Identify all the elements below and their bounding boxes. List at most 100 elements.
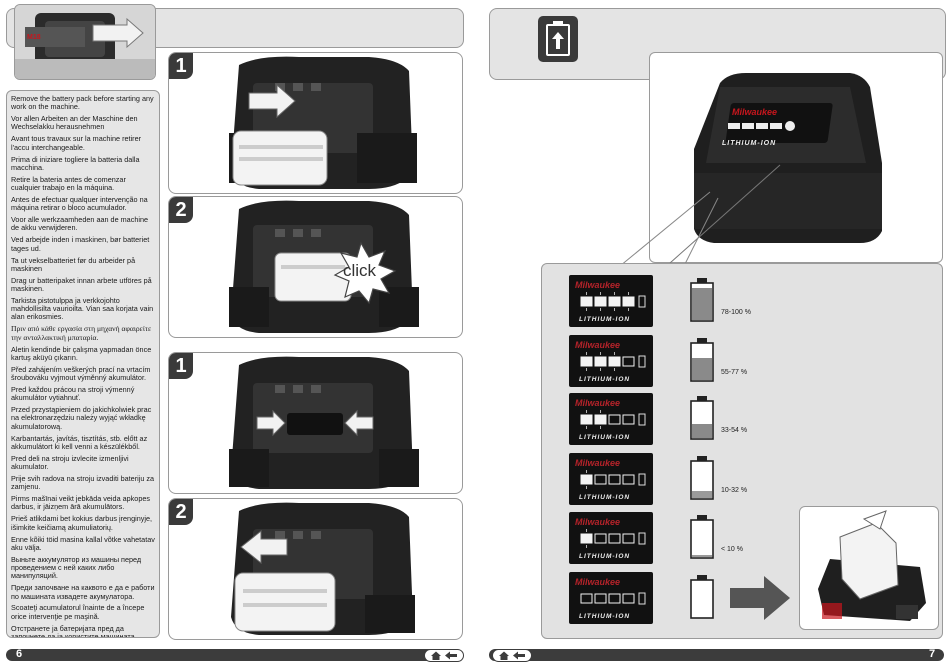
instruction-paragraph: Преди започване на каквото е да е работи… xyxy=(11,583,155,601)
step-panel-4: 2 xyxy=(168,498,463,640)
battery-mini-icon xyxy=(638,355,646,368)
led-segment xyxy=(622,356,635,367)
battery-fill xyxy=(692,424,712,438)
arrow-right-icon xyxy=(248,83,296,119)
led-segment xyxy=(608,296,621,307)
arrow-left-icon xyxy=(240,529,288,565)
radio-release-battery-illustration xyxy=(229,356,419,489)
step-number-badge: 2 xyxy=(169,499,193,525)
led-segment xyxy=(608,533,621,544)
led-segment xyxy=(580,356,593,367)
led-segment xyxy=(594,356,607,367)
instruction-text-column: Remove the battery pack before starting … xyxy=(6,90,160,638)
instruction-paragraph: Scoateţi acumulatorul înainte de a încep… xyxy=(11,603,145,621)
battery-fill xyxy=(692,555,712,557)
charge-level-label: 78-100 % xyxy=(721,309,751,316)
charge-level-label: 10-32 % xyxy=(721,487,748,494)
led-segment xyxy=(594,533,607,544)
callout-connector-lines xyxy=(619,191,719,267)
battery-brand-text: Milwaukee xyxy=(575,280,620,290)
home-icon xyxy=(499,651,509,660)
battery-level-icon xyxy=(690,515,714,559)
battery-brand-text: Milwaukee xyxy=(575,340,620,350)
instruction-paragraph: Drag ur batteripaket innan arbete utföre… xyxy=(11,275,152,293)
instruction-paragraph: Aletin kendinde bir çalışma yapmadan önc… xyxy=(11,344,152,362)
instruction-paragraph: Выньте аккумулятор из машины перед прове… xyxy=(11,554,142,581)
instruction-paragraph: Pirms mašīnai veikt jebkāda veida apkope… xyxy=(11,494,151,512)
radio-remove-cover-illustration xyxy=(229,56,417,189)
battery-brand-text: Milwaukee xyxy=(575,517,620,527)
back-arrow-icon xyxy=(513,651,525,660)
step-panel-1: 1 xyxy=(168,52,463,194)
battery-brand-text: Milwaukee xyxy=(575,458,620,468)
charger-photo-panel xyxy=(799,506,939,630)
instruction-paragraph: Vor allen Arbeiten an der Maschine den W… xyxy=(11,114,138,132)
step-number-badge: 1 xyxy=(169,353,193,379)
svg-text:M18: M18 xyxy=(27,34,41,41)
instruction-paragraph: Pred každou prácou na stroji výmenný aku… xyxy=(11,384,135,403)
arrows-inward-icon xyxy=(256,409,374,437)
battery-level-icon xyxy=(690,575,714,619)
instruction-paragraph: Πριν από κάθε εργασία στη μηχανή αφαιρεί… xyxy=(11,324,152,342)
nav-home-back-button-left[interactable] xyxy=(424,649,464,662)
step-number-badge: 1 xyxy=(169,53,193,79)
led-segment xyxy=(594,414,607,425)
instruction-paragraph: Remove the battery pack before starting … xyxy=(11,94,154,112)
header-thumbnail-image: M18 xyxy=(14,4,156,80)
battery-tech-text: LITHIUM-ION xyxy=(579,553,630,560)
battery-level-icon xyxy=(690,338,714,382)
battery-brand-text: Milwaukee xyxy=(575,398,620,408)
step-number-badge: 2 xyxy=(169,197,193,223)
battery-mini-icon xyxy=(638,473,646,486)
instruction-paragraph: Отстранете ја батеријата пред да започне… xyxy=(11,623,137,638)
led-segment xyxy=(608,414,621,425)
led-segment xyxy=(608,593,621,604)
instruction-paragraph: Avant tous travaux sur la machine retire… xyxy=(11,134,142,152)
instruction-paragraph: Karbantartás, javítás, tisztítás, stb. e… xyxy=(11,433,148,451)
battery-mini-icon xyxy=(638,592,646,605)
battery-tech-text: LITHIUM-ION xyxy=(722,140,776,147)
led-segment xyxy=(622,414,635,425)
footer-bar-right xyxy=(489,649,944,661)
instruction-paragraph: Ved arbejde inden i maskinen, bør batter… xyxy=(11,235,150,253)
charger-illustration xyxy=(818,510,926,621)
charge-level-label: 55-77 % xyxy=(721,369,748,376)
instruction-paragraph: Tarkista pistotulppa ja verkkojohto mahd… xyxy=(11,295,154,322)
battery-tech-text: LITHIUM-ION xyxy=(579,613,630,620)
instruction-paragraph: Prije svih radova na stroju izvaditi bat… xyxy=(11,473,155,492)
back-arrow-icon xyxy=(445,651,457,660)
led-segment xyxy=(594,593,607,604)
led-segment xyxy=(622,533,635,544)
instruction-paragraph: Antes de efectuar qualquer intervenção n… xyxy=(11,194,148,213)
led-segment xyxy=(580,296,593,307)
charge-level-label: < 10 % xyxy=(721,546,743,553)
instruction-paragraph: Retire la bateria antes de comenzar cual… xyxy=(11,174,126,193)
battery-level-icon xyxy=(690,396,714,440)
radio-insert-battery-illustration xyxy=(229,200,419,333)
battery-tech-text: LITHIUM-ION xyxy=(579,316,630,323)
battery-tech-text: LITHIUM-ION xyxy=(579,494,630,501)
led-segment xyxy=(608,474,621,485)
radio-pull-battery-illustration xyxy=(231,502,415,635)
battery-mini-icon xyxy=(638,532,646,545)
click-callout-label: click xyxy=(343,261,377,280)
instruction-paragraph: Před zahájením veškerých prací na vrtací… xyxy=(11,364,151,383)
nav-home-back-button-right[interactable] xyxy=(492,649,532,662)
home-icon xyxy=(431,651,441,660)
battery-charge-icon xyxy=(538,16,578,62)
instruction-paragraph: Prieš atlikdami bet kokius darbus įrengi… xyxy=(11,514,153,532)
led-segment xyxy=(608,356,621,367)
battery-pack-illustration: Milwaukee LITHIUM-ION xyxy=(669,73,882,264)
led-segment xyxy=(622,474,635,485)
battery-level-icon xyxy=(690,456,714,500)
led-segment xyxy=(622,296,635,307)
battery-fill xyxy=(692,358,712,380)
instruction-paragraph: Voor alle werkzaamheden aan de machine d… xyxy=(11,215,149,233)
battery-brand-text: Milwaukee xyxy=(732,107,777,117)
instruction-paragraph: Prima di iniziare togliere la batteria d… xyxy=(11,154,140,172)
